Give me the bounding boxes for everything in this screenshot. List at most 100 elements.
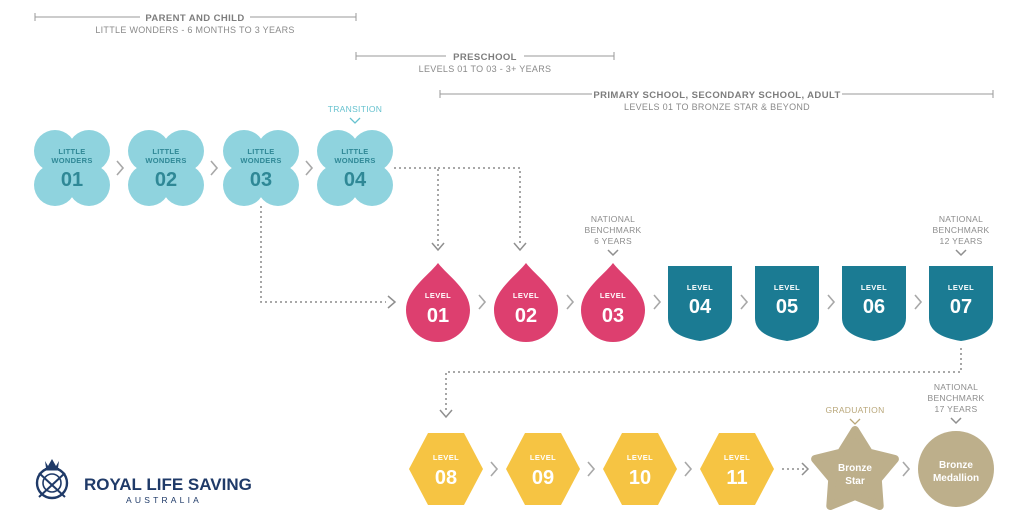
benchmark-6-note: NATIONAL BENCHMARK 6 YEARS [584, 214, 641, 257]
svg-text:NATIONAL: NATIONAL [939, 214, 983, 224]
header-subtitle: LEVELS 01 TO 03 - 3+ YEARS [419, 64, 552, 74]
svg-text:BENCHMARK: BENCHMARK [584, 225, 641, 235]
badge-number: 04 [344, 169, 367, 191]
level-badge: LEVEL 09 [506, 433, 580, 505]
header-title: PARENT AND CHILD [145, 13, 244, 24]
badge-number: 08 [435, 467, 457, 489]
badge-label: LEVEL [724, 453, 750, 462]
graduation-note: GRADUATION [825, 405, 884, 425]
level-badge: LEVEL 08 [409, 433, 483, 505]
svg-text:BENCHMARK: BENCHMARK [927, 393, 984, 403]
chevron-down-icon [513, 242, 527, 252]
svg-text:GRADUATION: GRADUATION [825, 405, 884, 415]
chevron-right-icon [116, 160, 125, 176]
chevron-right-icon [684, 461, 693, 477]
badge-label: Star [845, 476, 865, 487]
chevron-down-icon [950, 417, 962, 425]
shield-shape [668, 266, 732, 341]
svg-text:17 YEARS: 17 YEARS [935, 404, 978, 414]
badge-number: 02 [155, 169, 177, 191]
royal-life-saving-logo: ROYAL LIFE SAVING AUSTRALIA [35, 459, 252, 505]
chevron-right-icon [740, 294, 749, 310]
header-primary: PRIMARY SCHOOL, SECONDARY SCHOOL, ADULT … [439, 87, 994, 112]
badge-label: Bronze [838, 463, 872, 474]
shield-shape [842, 266, 906, 341]
badge-number: 06 [863, 296, 885, 318]
chevron-right-icon [653, 294, 662, 310]
chevron-down-icon [849, 418, 861, 425]
star-shape [811, 426, 899, 510]
chevron-right-icon [387, 295, 397, 309]
little-wonders-row: LITTLEWONDERS01LITTLEWONDERS02LITTLEWOND… [34, 130, 393, 206]
shield-shape [755, 266, 819, 341]
badge-number: 03 [602, 305, 624, 327]
badge-number: 10 [629, 467, 651, 489]
header-subtitle: LITTLE WONDERS - 6 MONTHS TO 3 YEARS [95, 25, 294, 35]
badge-number: 03 [250, 169, 272, 191]
badge-label: LEVEL [425, 291, 451, 300]
badge-number: 04 [689, 296, 712, 318]
chevron-down-icon [439, 409, 453, 419]
badge-label: LEVEL [433, 453, 459, 462]
levels-row-1-to-7: LEVEL01LEVEL02LEVEL03LEVEL04LEVEL05LEVEL… [406, 263, 993, 342]
transition-chevron-icon [349, 117, 361, 124]
hexagon-shape [409, 433, 483, 505]
connector-lw4-level1 [394, 167, 439, 246]
header-subtitle: LEVELS 01 TO BRONZE STAR & BEYOND [624, 102, 810, 112]
transition-note: TRANSITION [328, 104, 382, 114]
medallion-shape [918, 431, 994, 507]
badge-label: LEVEL [861, 283, 887, 292]
benchmark-12-note: NATIONAL BENCHMARK 12 YEARS [932, 214, 989, 257]
chevron-right-icon [210, 160, 219, 176]
shield-shape [929, 266, 993, 341]
badge-label: LEVEL [948, 283, 974, 292]
badge-number: 09 [532, 467, 554, 489]
connector-level7-level8 [445, 348, 962, 412]
chevron-right-icon [827, 294, 836, 310]
logo-name: ROYAL LIFE SAVING [84, 475, 252, 494]
svg-text:BENCHMARK: BENCHMARK [932, 225, 989, 235]
hexagon-shape [700, 433, 774, 505]
badge-label: LEVEL [530, 453, 556, 462]
crest-icon [35, 459, 69, 500]
badge-label: Bronze [939, 460, 973, 471]
chevron-right-icon [902, 461, 911, 477]
badge-number: 01 [427, 305, 449, 327]
chevron-right-icon [587, 461, 596, 477]
chevron-right-icon [801, 462, 810, 476]
chevron-right-icon [914, 294, 923, 310]
svg-text:12 YEARS: 12 YEARS [940, 236, 983, 246]
badge-label: WONDERS [334, 156, 375, 165]
level-badge: LEVEL 06 [842, 266, 906, 341]
badge-label: WONDERS [240, 156, 281, 165]
badge-label: LITTLE [152, 147, 179, 156]
badge-label: LITTLE [247, 147, 274, 156]
badge-label: LEVEL [600, 291, 626, 300]
svg-text:NATIONAL: NATIONAL [934, 382, 978, 392]
badge-label: LEVEL [513, 291, 539, 300]
chevron-right-icon [566, 294, 575, 310]
badge-number: 05 [776, 296, 798, 318]
svg-text:6 YEARS: 6 YEARS [594, 236, 632, 246]
chevron-right-icon [490, 461, 499, 477]
chevron-right-icon [478, 294, 487, 310]
header-title: PRIMARY SCHOOL, SECONDARY SCHOOL, ADULT [593, 90, 840, 101]
badge-number: 01 [61, 169, 83, 191]
badge-label: Medallion [933, 473, 979, 484]
chevron-down-icon [955, 249, 967, 257]
logo-country: AUSTRALIA [126, 495, 202, 505]
drop-shape [494, 263, 558, 342]
svg-text:NATIONAL: NATIONAL [591, 214, 635, 224]
